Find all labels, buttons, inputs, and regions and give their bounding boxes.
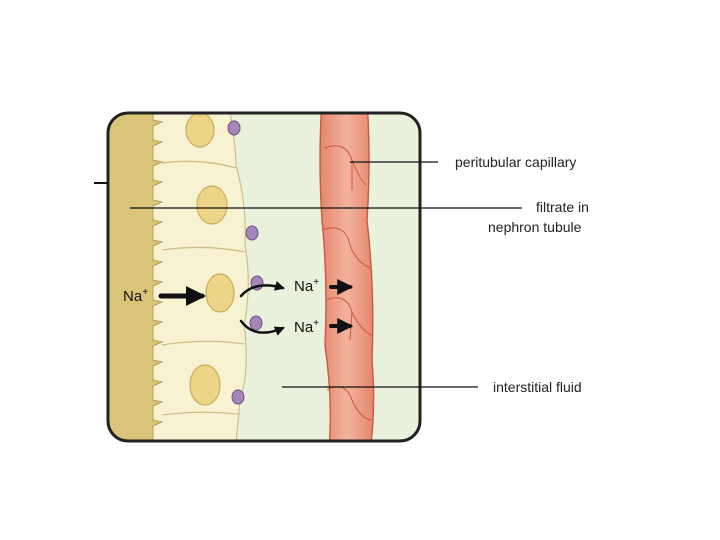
nucleus	[190, 365, 220, 405]
pump	[246, 226, 258, 240]
na-label-lower: Na+	[294, 318, 319, 336]
nucleus	[206, 274, 234, 312]
na-label-upper: Na+	[294, 277, 319, 295]
pump	[228, 121, 240, 135]
pump	[250, 316, 262, 330]
label-filtrate-line2: nephron tubule	[488, 219, 581, 236]
label-peritubular-capillary: peritubular capillary	[455, 154, 576, 171]
nucleus	[186, 113, 214, 147]
label-filtrate-line1: filtrate in	[536, 199, 589, 216]
label-interstitial-fluid: interstitial fluid	[493, 379, 582, 396]
na-label-lumen: Na+	[123, 287, 148, 305]
pump	[232, 390, 244, 404]
nucleus	[197, 186, 227, 224]
